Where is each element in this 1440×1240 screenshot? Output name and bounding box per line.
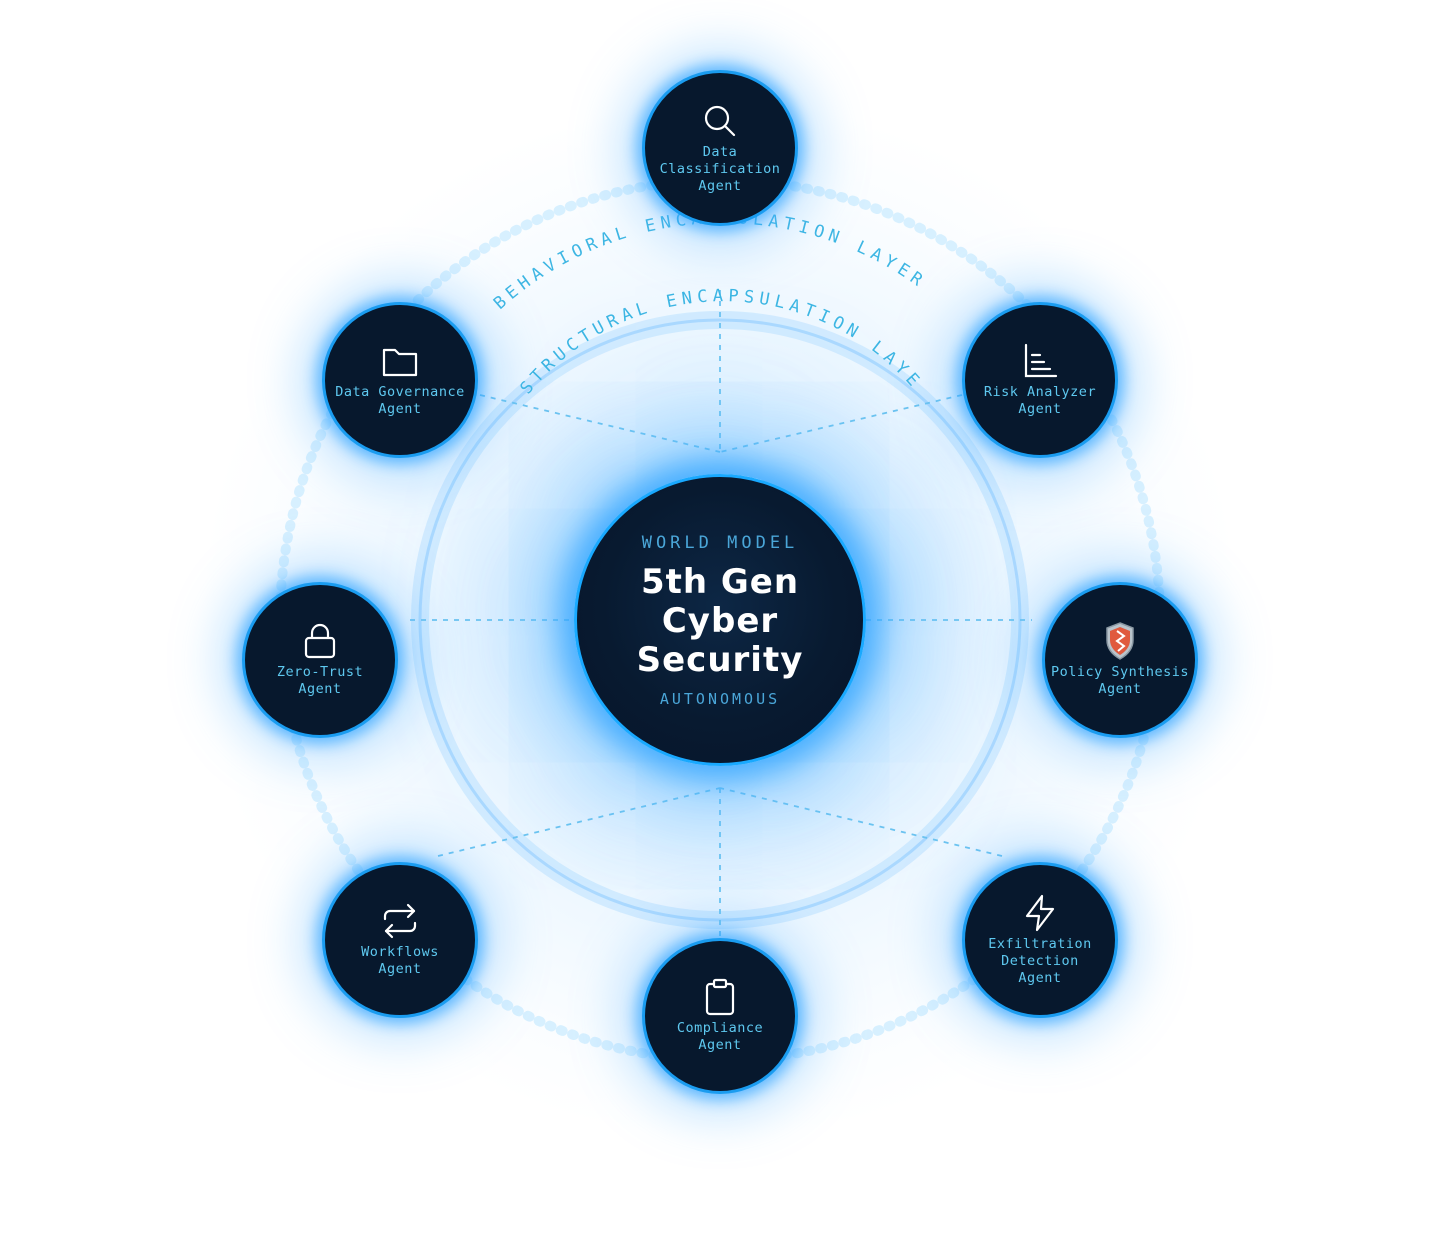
agent-label: Compliance Agent — [676, 1020, 764, 1053]
clipboard-icon — [701, 978, 739, 1016]
agent-label: Policy Synthesis Agent — [1050, 664, 1190, 697]
agent-label: Risk Analyzer Agent — [983, 384, 1097, 417]
agent-data-governance[interactable]: Data Governance Agent — [322, 302, 478, 458]
agent-label: Data Classification Agent — [659, 143, 781, 194]
agent-label: Data Governance Agent — [335, 384, 465, 417]
hub-eyebrow: WORLD MODEL — [641, 532, 799, 553]
agent-data-classification[interactable]: Data Classification Agent — [642, 70, 798, 226]
shield-icon — [1101, 622, 1139, 660]
agent-label: Zero-Trust Agent — [276, 664, 364, 697]
lock-icon — [301, 622, 339, 660]
connector-upper-left — [479, 394, 721, 453]
agent-label: Exfiltration Detection Agent — [988, 935, 1092, 986]
hub-footer: AUTONOMOUS — [659, 689, 781, 708]
agent-exfiltration-detection[interactable]: Exfiltration Detection Agent — [962, 862, 1118, 1018]
agent-label: Workflows Agent — [361, 944, 439, 977]
agent-risk-analyzer[interactable]: Risk Analyzer Agent — [962, 302, 1118, 458]
agent-policy-synthesis[interactable]: Policy Synthesis Agent — [1042, 582, 1198, 738]
hub-title: 5th Gen Cyber Security — [636, 561, 804, 680]
agent-workflows[interactable]: Workflows Agent — [322, 862, 478, 1018]
search-icon — [701, 102, 739, 140]
connector-upper-right — [719, 394, 963, 453]
connector-lower-left — [437, 787, 721, 857]
lightning-icon — [1021, 894, 1059, 932]
repeat-arrows-icon — [381, 902, 419, 940]
agent-compliance[interactable]: Compliance Agent — [642, 938, 798, 1094]
agent-zero-trust[interactable]: Zero-Trust Agent — [242, 582, 398, 738]
folder-icon — [381, 342, 419, 380]
world-model-hub: WORLD MODEL 5th Gen Cyber Security AUTON… — [574, 474, 866, 766]
connector-lines — [410, 290, 1032, 940]
bar-chart-icon — [1021, 342, 1059, 380]
connector-lower-right — [719, 787, 1003, 857]
